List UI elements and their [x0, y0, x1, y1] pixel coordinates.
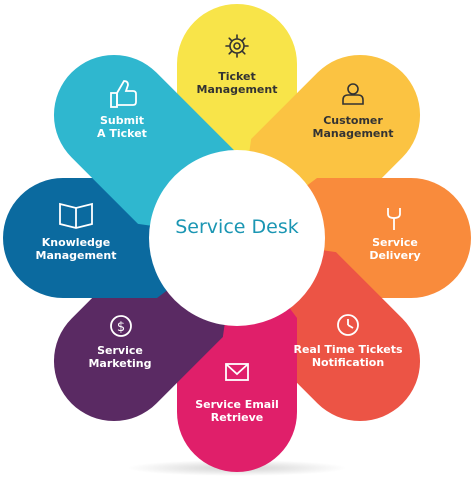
- label-submit-line2: A Ticket: [97, 127, 147, 140]
- svg-text:$: $: [117, 320, 125, 335]
- label-ticket-management: Ticket Management: [177, 70, 297, 96]
- label-realtime-line1: Real Time Tickets: [293, 343, 403, 356]
- book-icon: [59, 202, 93, 229]
- center-title: Service Desk: [175, 216, 299, 238]
- label-knowledge-line2: Management: [35, 249, 117, 262]
- label-customer-line1: Customer: [323, 114, 383, 127]
- gear-icon: [225, 34, 249, 58]
- label-service-marketing: Service Marketing: [60, 344, 180, 370]
- label-delivery-line1: Service: [372, 236, 418, 249]
- label-real-time-tickets-notification: Real Time Tickets Notification: [288, 343, 408, 369]
- envelope-icon: [225, 363, 249, 381]
- label-submit-line1: Submit: [99, 114, 145, 127]
- label-marketing-line1: Service: [97, 344, 143, 357]
- label-email-line2: Retrieve: [210, 411, 264, 424]
- label-submit-a-ticket: Submit A Ticket: [62, 114, 182, 140]
- label-marketing-line2: Marketing: [88, 357, 152, 370]
- label-customer-management: Customer Management: [293, 114, 413, 140]
- label-service-delivery: Service Delivery: [335, 236, 455, 262]
- center-circle: [149, 150, 325, 326]
- wrench-icon: [387, 208, 401, 230]
- label-knowledge-management: Knowledge Management: [16, 236, 136, 262]
- person-icon: [342, 83, 364, 105]
- label-realtime-line2: Notification: [311, 356, 385, 369]
- clock-icon: [337, 314, 359, 336]
- dollar-circle-icon: $: [110, 315, 132, 337]
- label-ticket-line2: Management: [196, 83, 278, 96]
- label-service-email-retrieve: Service Email Retrieve: [177, 398, 297, 424]
- label-customer-line2: Management: [312, 127, 394, 140]
- label-delivery-line2: Delivery: [369, 249, 421, 262]
- label-knowledge-line1: Knowledge: [41, 236, 111, 249]
- label-email-line1: Service Email: [195, 398, 279, 411]
- label-ticket-line1: Ticket: [218, 70, 256, 83]
- thumbs-up-icon: [110, 80, 137, 108]
